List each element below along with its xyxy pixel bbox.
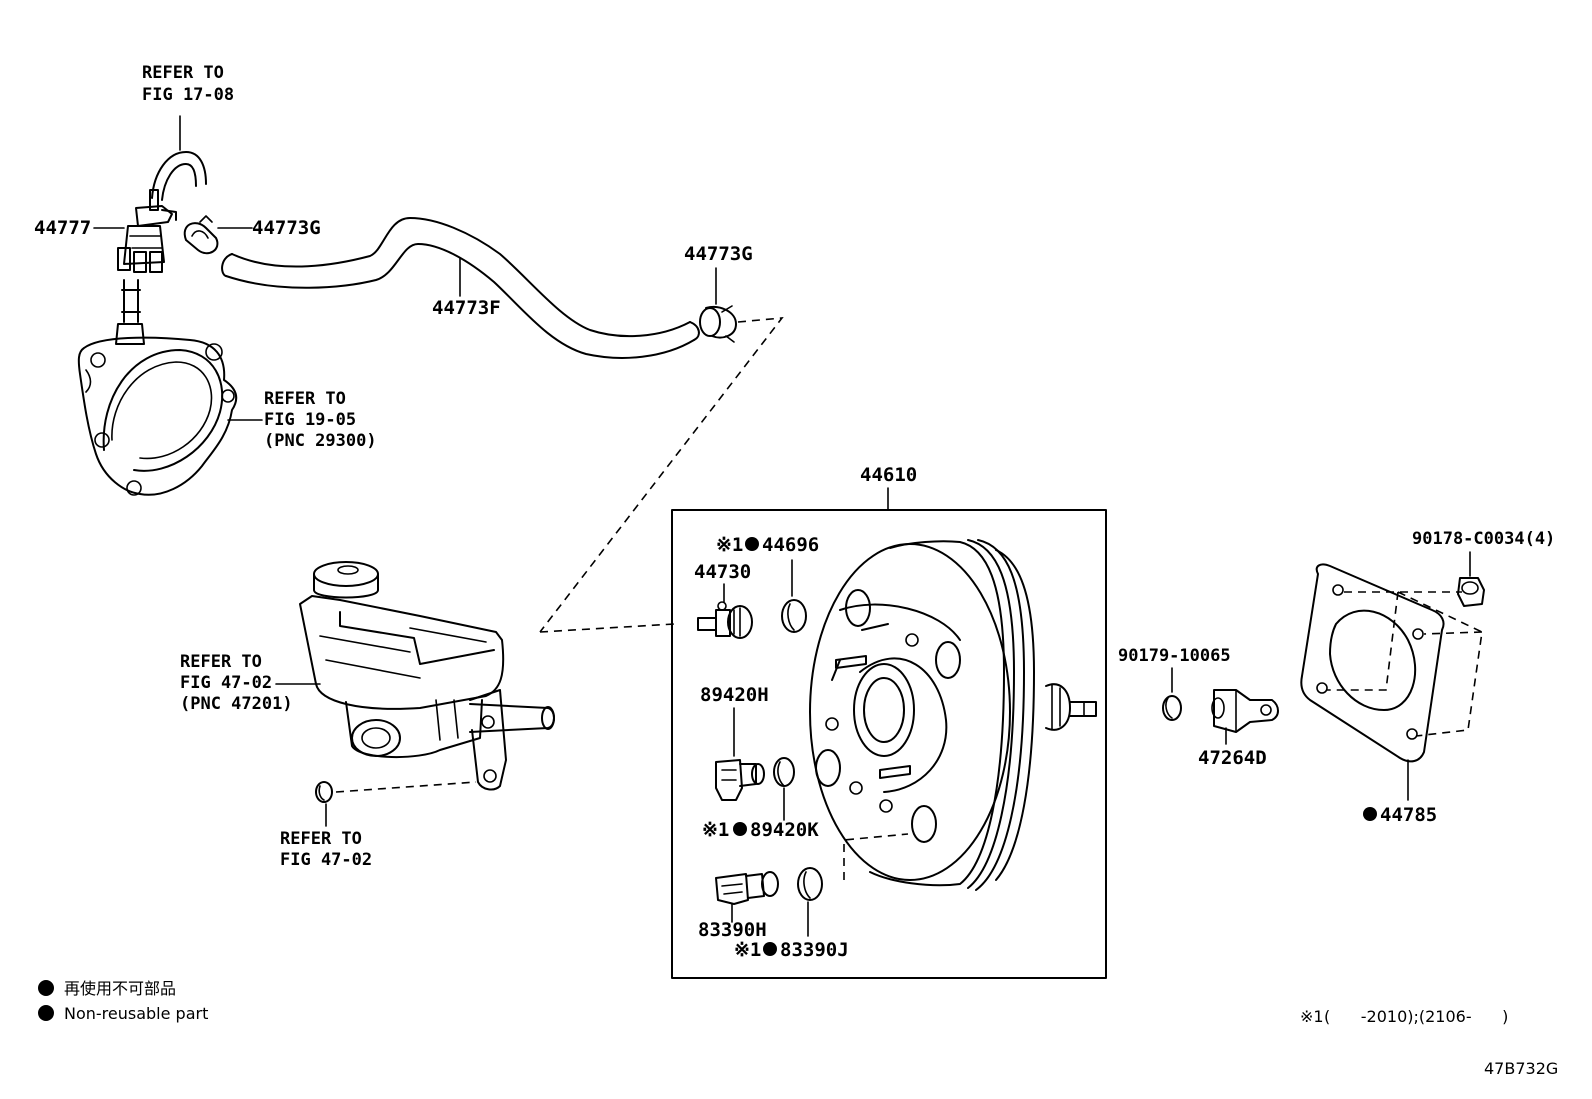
refer-47-02-2-line1: REFER TO bbox=[280, 829, 362, 849]
refer-47-02-line1: REFER TO bbox=[180, 652, 262, 672]
label-90178: 90178-C0034(4) bbox=[1412, 529, 1555, 549]
booster-assembly-box bbox=[671, 509, 1107, 979]
check-valve-44777-shape bbox=[115, 189, 177, 345]
dashed-to-44730 bbox=[539, 623, 675, 633]
label-44610: 44610 bbox=[860, 464, 917, 486]
non-reusable-dot-44785 bbox=[1363, 807, 1377, 821]
bracket-47264D-shape bbox=[1211, 689, 1279, 733]
nut-90178-shape bbox=[1457, 577, 1485, 607]
gasket-44785-shape bbox=[1300, 563, 1445, 763]
label-83390J: 83390J bbox=[780, 939, 849, 961]
gasket-44696-shape bbox=[781, 599, 807, 633]
label-83390J-mark: ※1 bbox=[734, 939, 761, 961]
label-47264D: 47264D bbox=[1198, 747, 1267, 769]
label-44773G-2: 44773G bbox=[684, 243, 753, 265]
non-reusable-dot-89420K bbox=[733, 822, 747, 836]
dashed-hose-to-booster bbox=[539, 317, 784, 633]
non-reusable-dot-83390J bbox=[763, 942, 777, 956]
label-44773G-1: 44773G bbox=[252, 217, 321, 239]
master-cylinder-shape bbox=[299, 561, 555, 791]
refer-19-05-line1: REFER TO bbox=[264, 389, 346, 409]
legend-en: Non-reusable part bbox=[64, 1004, 208, 1023]
brake-booster-shape bbox=[809, 539, 1097, 891]
gasket-89420K-shape bbox=[773, 757, 795, 787]
legend-dot-en bbox=[38, 1005, 54, 1021]
sensor-83390H-shape bbox=[715, 871, 779, 905]
nut-90179-shape bbox=[1162, 695, 1182, 721]
legend-jp: 再使用不可部品 bbox=[64, 979, 176, 998]
gasket-83390J-shape bbox=[797, 867, 823, 901]
label-90179: 90179-10065 bbox=[1118, 646, 1231, 666]
dashed-gasket-studs bbox=[1326, 591, 1483, 737]
check-valve-44730-shape bbox=[697, 601, 753, 639]
seal-ring-shape bbox=[315, 781, 333, 803]
refer-47-02-line3: (PNC 47201) bbox=[180, 694, 293, 714]
label-89420H: 89420H bbox=[700, 684, 769, 706]
refer-19-05-line2: FIG 19-05 bbox=[264, 410, 356, 430]
label-44773F: 44773F bbox=[432, 297, 501, 319]
refer-47-02-line2: FIG 47-02 bbox=[180, 673, 272, 693]
label-89420K: 89420K bbox=[750, 819, 819, 841]
label-44777: 44777 bbox=[34, 217, 91, 239]
refer-19-05-line3: (PNC 29300) bbox=[264, 431, 377, 451]
label-44730: 44730 bbox=[694, 561, 751, 583]
figure-code: 47B732G bbox=[1484, 1059, 1558, 1078]
label-89420K-mark: ※1 bbox=[702, 819, 729, 841]
refer-17-08-line2: FIG 17-08 bbox=[142, 85, 234, 105]
vacuum-pump-shape bbox=[77, 336, 238, 496]
refer-47-02-2-line2: FIG 47-02 bbox=[280, 850, 372, 870]
label-83390H: 83390H bbox=[698, 919, 767, 941]
non-reusable-dot-44696 bbox=[745, 537, 759, 551]
legend-dot-jp bbox=[38, 980, 54, 996]
small-hose-shape bbox=[151, 151, 207, 201]
sensor-89420H-shape bbox=[715, 759, 765, 801]
footnote-text: ( -2010);(2106- ) bbox=[1324, 1007, 1508, 1026]
dashed-to-booster bbox=[843, 833, 909, 880]
clip-44773G-1-shape bbox=[183, 215, 219, 255]
footnote-mark: ※1 bbox=[1300, 1007, 1324, 1026]
refer-17-08-line1: REFER TO bbox=[142, 63, 224, 83]
label-44696: 44696 bbox=[762, 534, 819, 556]
label-44696-mark: ※1 bbox=[716, 534, 743, 556]
clip-44773G-2-shape bbox=[699, 305, 737, 343]
dashed-seal bbox=[335, 781, 477, 793]
label-44785: 44785 bbox=[1380, 804, 1437, 826]
vacuum-hose-44773F-shape bbox=[221, 217, 700, 359]
